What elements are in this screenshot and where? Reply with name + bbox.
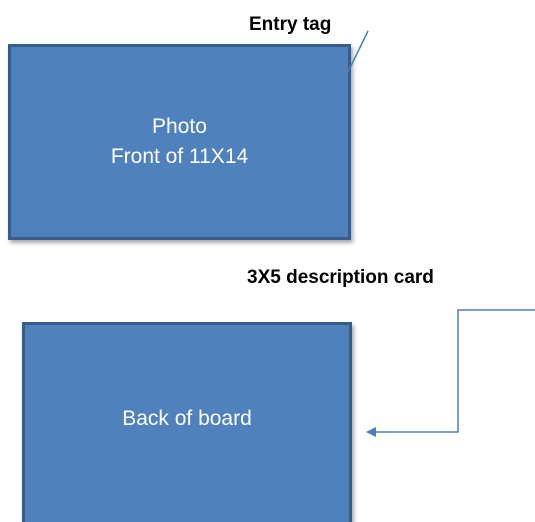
entry-tag-label: Entry tag [249,14,332,35]
back-box-label: Back of board [122,406,252,430]
back-of-board-box: Back of board [22,322,352,522]
photo-box-line1: Photo [152,115,207,138]
photo-box-line2: Front of 11X14 [110,145,249,168]
photo-front-box: Photo Front of 11X14 [8,44,351,240]
description-card-label: 3X5 description card [247,267,434,288]
entry-tag-leader-line [347,30,369,73]
description-card-arrow [366,309,535,437]
